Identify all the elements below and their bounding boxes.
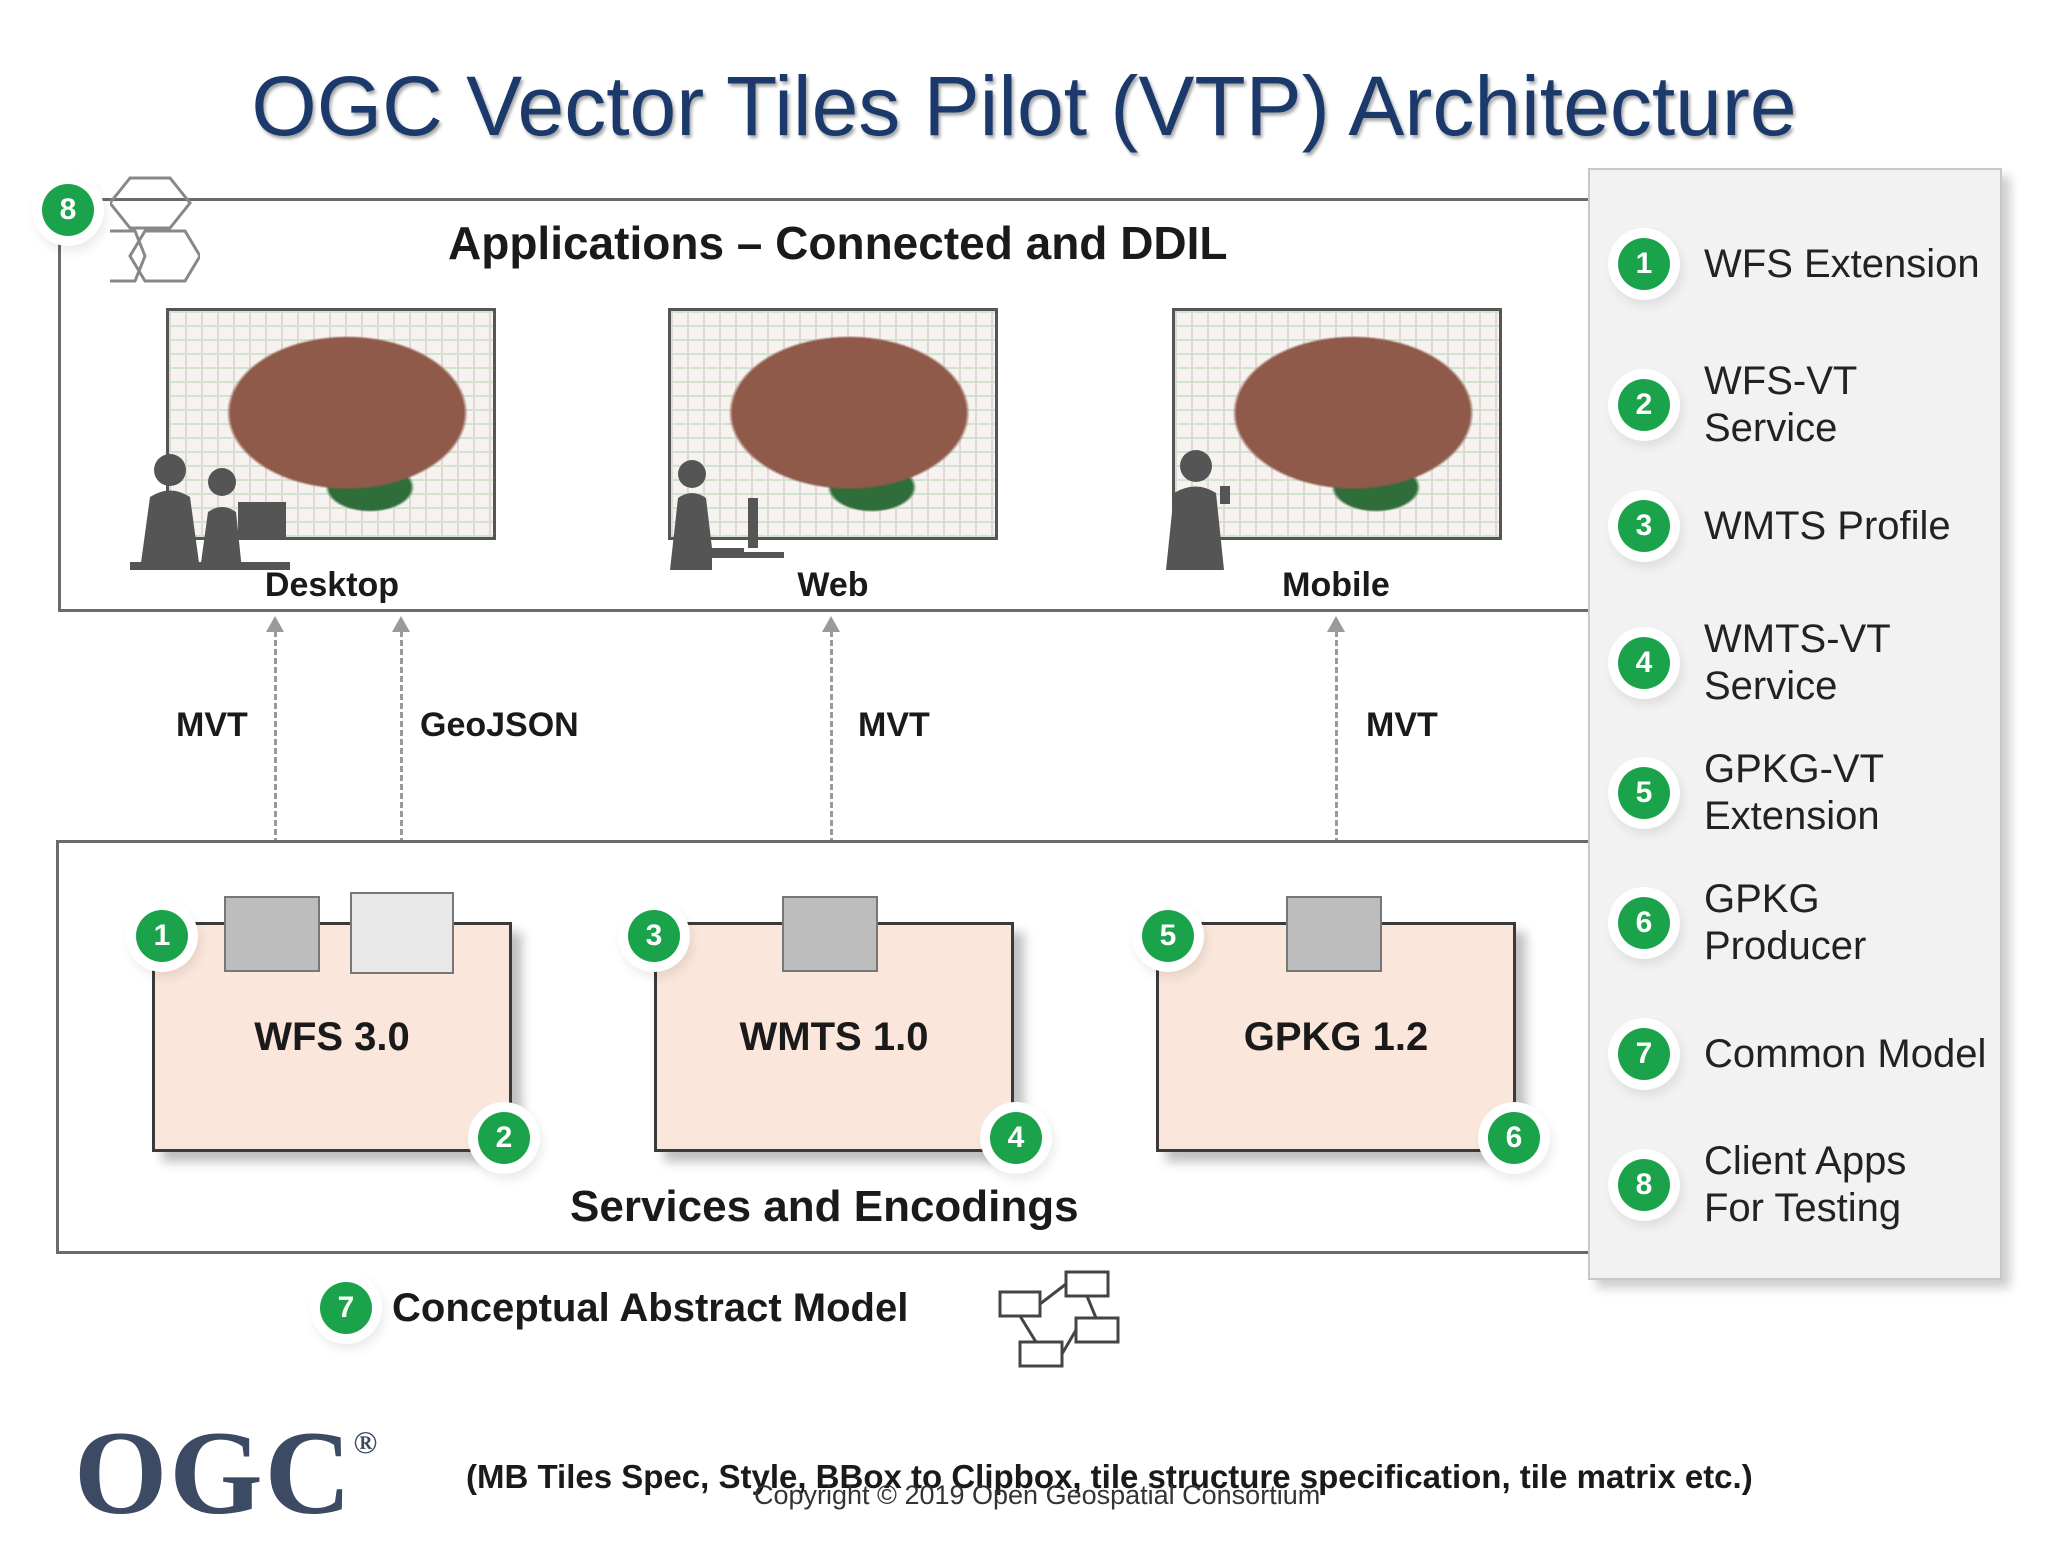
badge-8: 8 <box>42 184 94 236</box>
legend-text: WFS-VT Service <box>1704 359 1857 450</box>
footer-note: (MB Tiles Spec, Style, BBox to Clipbox, … <box>466 1458 1753 1495</box>
mvt-arrow-3 <box>1335 622 1338 880</box>
legend-text: GPKG-VT Extension <box>1704 747 1884 838</box>
gpkg-service-label: GPKG 1.2 <box>1243 1014 1429 1059</box>
wfs-service-box: WFS 3.0 <box>152 922 512 1152</box>
legend-item-client-apps: 8 Client Apps For Testing <box>1618 1138 1934 1232</box>
legend-text: GPKG Producer <box>1704 877 1867 968</box>
legend-badge-8: 8 <box>1618 1159 1670 1211</box>
badge-7: 7 <box>320 1282 372 1334</box>
page-title: OGC Vector Tiles Pilot (VTP) Architectur… <box>251 59 1797 153</box>
wfs-service-label: WFS 3.0 <box>254 1014 410 1059</box>
desktop-users-icon <box>130 454 290 570</box>
legend-badge-3: 3 <box>1618 500 1670 552</box>
protocol-mvt-1: MVT <box>176 706 248 744</box>
web-map-image <box>668 308 998 540</box>
legend-text: Common Model <box>1704 1031 1987 1076</box>
legend-badge-7: 7 <box>1618 1028 1670 1080</box>
legend-text: WFS Extension <box>1704 241 1980 286</box>
legend-badge-2: 2 <box>1618 379 1670 431</box>
legend-text: WMTS Profile <box>1704 503 1951 548</box>
badge-6: 6 <box>1488 1112 1540 1164</box>
legend-item-wfs-vt-service: 2 WFS-VT Service <box>1618 358 1894 452</box>
badge-5: 5 <box>1142 910 1194 962</box>
legend-badge-1: 1 <box>1618 238 1670 290</box>
vector-tile-icon <box>224 896 320 972</box>
legend-item-wfs-extension: 1 WFS Extension <box>1618 238 2004 290</box>
vector-tile-icon <box>1286 896 1382 972</box>
mvt-arrow-2 <box>830 622 833 880</box>
protocol-mvt-2: MVT <box>858 706 930 744</box>
desktop-map-image <box>166 308 496 540</box>
web-user-icon <box>670 460 784 570</box>
copyright: Copyright © 2019 Open Geospatial Consort… <box>754 1480 1321 1510</box>
ogc-logo: OGC® <box>74 1404 379 1542</box>
wmts-service-label: WMTS 1.0 <box>739 1014 929 1059</box>
mobile-user-icon <box>1166 450 1230 570</box>
hexagon-icon <box>110 176 200 283</box>
legend-item-wmts-vt-service: 4 WMTS-VT Service <box>1618 616 1914 710</box>
legend-item-wmts-profile: 3 WMTS Profile <box>1618 500 2004 552</box>
legend-item-gpkg-producer: 6 GPKG Producer <box>1618 876 1914 970</box>
badge-3: 3 <box>628 910 680 962</box>
legend-badge-6: 6 <box>1618 897 1670 949</box>
services-label: Services and Encodings <box>570 1182 1079 1231</box>
ogc-logo-text: OGC <box>74 1406 354 1539</box>
badge-4: 4 <box>990 1112 1042 1164</box>
vector-tile-icon <box>782 896 878 972</box>
geojson-tile-icon <box>350 892 454 974</box>
legend-badge-4: 4 <box>1618 637 1670 689</box>
badge-1: 1 <box>136 910 188 962</box>
legend-panel: 1 WFS Extension 2 WFS-VT Service 3 WMTS … <box>1588 168 2002 1280</box>
mobile-label: Mobile <box>1282 566 1390 604</box>
legend-badge-5: 5 <box>1618 767 1670 819</box>
badge-2: 2 <box>478 1112 530 1164</box>
model-label: Conceptual Abstract Model <box>392 1286 909 1330</box>
mvt-arrow-1 <box>274 622 277 880</box>
legend-text: WMTS-VT Service <box>1704 617 1890 708</box>
desktop-label: Desktop <box>264 566 400 604</box>
applications-label: Applications – Connected and DDIL <box>448 217 1228 269</box>
model-diagram-icon <box>998 1270 1120 1368</box>
legend-item-common-model: 7 Common Model <box>1618 1028 2004 1080</box>
registered-mark: ® <box>353 1424 380 1460</box>
protocol-geojson: GeoJSON <box>420 706 579 744</box>
legend-item-gpkg-vt-extension: 5 GPKG-VT Extension <box>1618 746 1914 840</box>
legend-text: Client Apps For Testing <box>1704 1139 1907 1230</box>
protocol-mvt-3: MVT <box>1366 706 1438 744</box>
web-label: Web <box>797 566 869 604</box>
geojson-arrow <box>400 622 403 880</box>
